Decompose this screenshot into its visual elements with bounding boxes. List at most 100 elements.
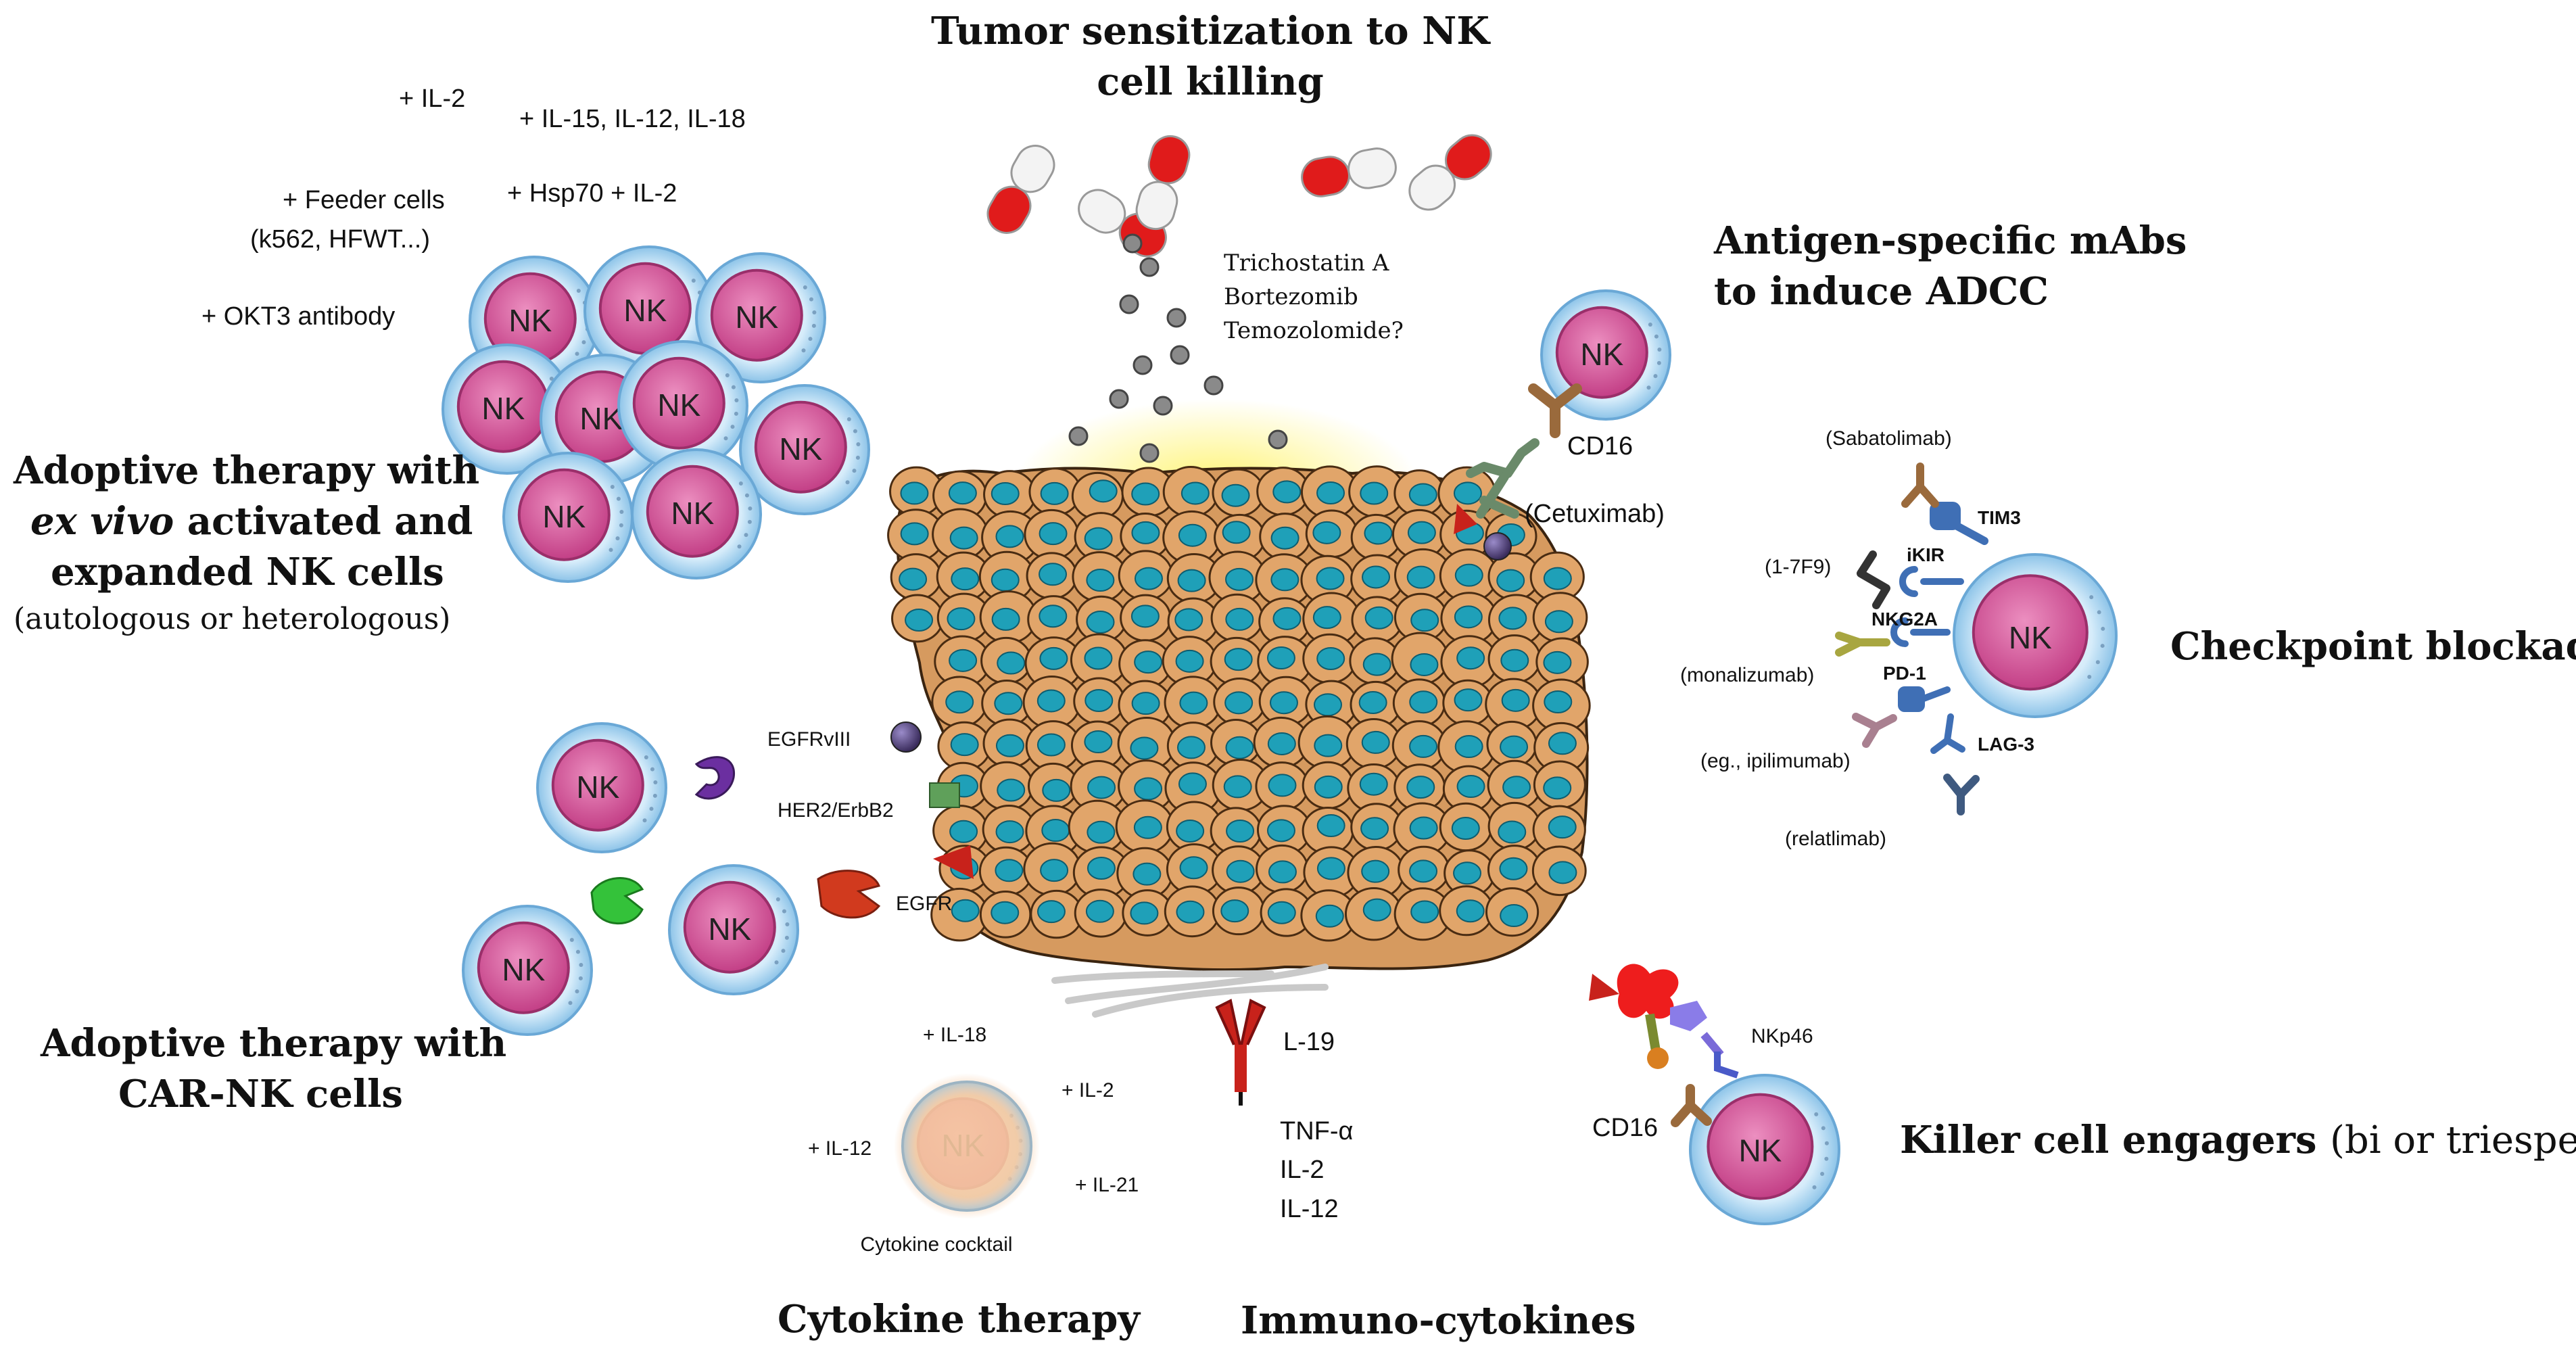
tumor-cell bbox=[1344, 887, 1403, 941]
tumor-cell bbox=[1532, 592, 1588, 643]
immunocytokine-icon bbox=[1215, 999, 1266, 1106]
expansion-label: + IL-15, IL-12, IL-18 bbox=[519, 105, 746, 133]
egfr-target-icon bbox=[1454, 504, 1477, 534]
heading-adoptive-therapy: Adoptive therapy with bbox=[13, 448, 479, 493]
cytokine-halo bbox=[894, 1073, 1040, 1219]
tumor-cell bbox=[1256, 805, 1312, 855]
egfrviii-label: EGFRvIII bbox=[767, 728, 851, 751]
tumor-fibers bbox=[1051, 964, 1329, 1018]
nk-cell: NK bbox=[631, 448, 762, 579]
pill-icon bbox=[1408, 134, 1492, 211]
tumor-cell bbox=[1022, 675, 1081, 730]
tumor-cell bbox=[1258, 597, 1311, 646]
tumor-cell bbox=[1213, 678, 1266, 727]
tumor-cell bbox=[1486, 720, 1537, 768]
tumor-cell bbox=[1485, 887, 1540, 937]
expansion-label: + IL-2 bbox=[399, 85, 465, 113]
nk-cell: NK bbox=[536, 722, 667, 853]
cytokine-label: + IL-12 bbox=[808, 1137, 872, 1160]
nk-cell: NK bbox=[617, 340, 748, 471]
pd1-label: PD-1 bbox=[1883, 663, 1926, 684]
tumor-cell bbox=[887, 508, 945, 562]
tumor-cell bbox=[1212, 886, 1265, 936]
tumor-cell bbox=[932, 508, 989, 561]
nk-cell: NK bbox=[442, 344, 573, 475]
drug-dots bbox=[1068, 233, 1288, 463]
tumor-cell bbox=[1393, 592, 1448, 642]
tumor-cell bbox=[1391, 632, 1450, 686]
tumor-cell bbox=[1302, 633, 1358, 684]
nk-label: NK bbox=[502, 952, 545, 987]
car-receptor-red-icon bbox=[817, 870, 881, 919]
tim3-label: TIM3 bbox=[1978, 507, 2021, 528]
drug-pills bbox=[986, 134, 1492, 258]
egfr-antigen-icon bbox=[933, 845, 974, 879]
tumor-cell bbox=[1302, 807, 1354, 855]
heading-antigen-mabs: Antigen-specific mAbs bbox=[1713, 218, 2187, 263]
tumor-cell bbox=[1074, 512, 1128, 562]
tumor-cell bbox=[936, 592, 991, 643]
tumor-cell bbox=[983, 470, 1036, 519]
pd1-receptor-icon bbox=[1898, 686, 1951, 712]
ipilimumab-antibody-icon bbox=[1852, 713, 1897, 748]
tumor-cell bbox=[1350, 803, 1403, 851]
tumor-cell bbox=[1487, 845, 1542, 895]
tumor-cell bbox=[979, 891, 1032, 939]
checkpoint-receptors bbox=[1835, 463, 1988, 815]
pill-icon bbox=[1135, 135, 1191, 231]
tim3-receptor-icon bbox=[1930, 502, 1988, 545]
pill-icon bbox=[986, 145, 1055, 234]
car-receptor-purple-icon bbox=[694, 756, 735, 800]
tumor-cell bbox=[1116, 847, 1174, 900]
tumor-cell bbox=[1210, 593, 1264, 643]
tumor-cell bbox=[981, 680, 1032, 727]
tumor-cell bbox=[931, 676, 988, 728]
nk-label: NK bbox=[708, 912, 751, 947]
tumor-cell bbox=[1533, 760, 1586, 809]
lag3-label: LAG-3 bbox=[1978, 734, 2034, 755]
tumor-cell bbox=[1392, 678, 1446, 728]
expansion-label: + Hsp70 + IL-2 bbox=[507, 179, 677, 208]
nk-label: NK bbox=[671, 496, 714, 531]
heading-immuno-cytokines: Immuno-cytokines bbox=[1241, 1298, 1636, 1343]
tumor-cell bbox=[1439, 802, 1493, 852]
nk-label: NK bbox=[779, 431, 822, 467]
heading-adoptive-therapy: expanded NK cells bbox=[51, 550, 444, 594]
drug-label: Bortezomib bbox=[1224, 283, 1358, 310]
l19-label: L-19 bbox=[1283, 1028, 1335, 1056]
tumor-cell bbox=[1166, 843, 1222, 895]
tumor-cell bbox=[936, 551, 991, 602]
tumor-cell bbox=[1164, 885, 1220, 938]
nk-cell: NK bbox=[695, 252, 826, 383]
tumor-cell bbox=[1115, 799, 1174, 854]
nk-cell: NK bbox=[739, 384, 870, 515]
sabatolimab-label: (Sabatolimab) bbox=[1826, 427, 1952, 450]
tumor-cell bbox=[1529, 551, 1585, 602]
adcc-group bbox=[1454, 383, 1582, 561]
tumor-cells bbox=[887, 465, 1591, 942]
her2-label: HER2/ErbB2 bbox=[778, 799, 894, 822]
tnfa-label: TNF-α bbox=[1280, 1117, 1354, 1145]
tumor-cell bbox=[1393, 763, 1446, 812]
cytokine-label: + IL-2 bbox=[1062, 1079, 1114, 1102]
cetuximab-antibody-icon bbox=[1466, 438, 1540, 519]
tumor-cell bbox=[1166, 801, 1222, 853]
tumor-cell bbox=[890, 553, 942, 601]
tumor-cell bbox=[1398, 845, 1450, 894]
tumor-cell bbox=[1024, 636, 1083, 690]
adoptive-subtitle: (autologous or heterologous) bbox=[14, 602, 450, 636]
f17f9-label: (1-7F9) bbox=[1765, 556, 1831, 578]
heading-tumor-sensitization: Tumor sensitization to NK bbox=[931, 9, 1491, 53]
tumor-cell bbox=[1440, 592, 1498, 645]
engager-cd16-label: CD16 bbox=[1592, 1114, 1658, 1142]
monalizumab-antibody-icon bbox=[1835, 632, 1890, 657]
tumor-cell bbox=[889, 466, 944, 517]
expansion-label: + OKT3 antibody bbox=[201, 302, 395, 331]
tumor-cell bbox=[1349, 637, 1401, 685]
tumor-cell bbox=[1028, 762, 1079, 810]
nk-cell: NK bbox=[502, 452, 634, 583]
tumor-cell bbox=[1305, 509, 1358, 559]
tumor-mass bbox=[887, 399, 1591, 972]
egfrviii-antigen-icon bbox=[890, 721, 922, 753]
tumor-cell bbox=[1122, 889, 1173, 937]
